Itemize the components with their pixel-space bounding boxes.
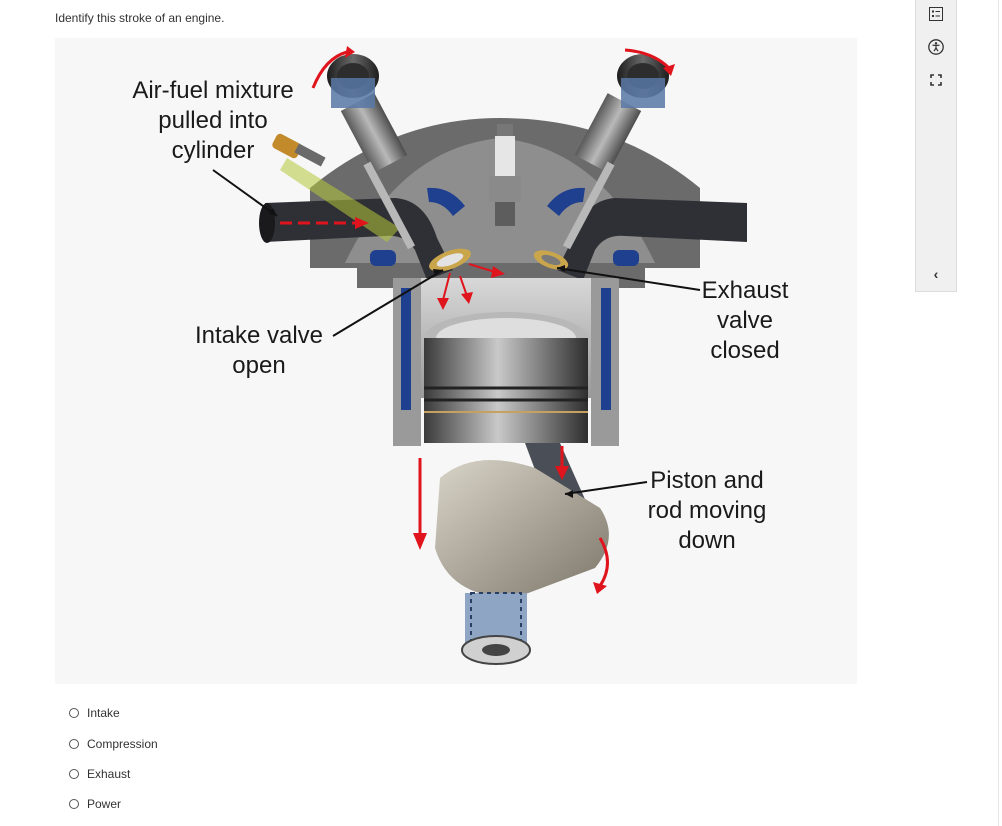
engine-illustration: [212, 46, 747, 665]
accessibility-icon: [928, 39, 944, 55]
intake-valve: [340, 93, 471, 272]
fuel-injector: [272, 133, 326, 167]
question-text: Identify this stroke of an engine.: [55, 11, 225, 25]
summary-button[interactable]: [926, 4, 946, 24]
motion-arrows: [280, 46, 675, 594]
option-label: Intake: [87, 706, 120, 720]
radio-power[interactable]: [69, 799, 79, 809]
exhaust-valve: [533, 93, 642, 270]
collapse-panel-chevron-icon[interactable]: ‹: [933, 266, 939, 282]
label-exhaust-valve-closed: Exhaust valve closed: [701, 277, 789, 364]
exhaust-cam: [617, 54, 669, 108]
label-air-fuel-mixture: Air-fuel mixture pulled into cylinder: [132, 77, 294, 164]
radio-intake[interactable]: [69, 708, 79, 718]
label-intake-valve-open: Intake valve open: [194, 322, 324, 379]
piston: [424, 312, 588, 443]
option-power[interactable]: Power: [69, 792, 121, 816]
option-intake[interactable]: Intake: [69, 701, 120, 725]
fullscreen-button[interactable]: [926, 70, 946, 90]
side-panel: ‹: [915, 0, 957, 292]
radio-compression[interactable]: [69, 739, 79, 749]
label-piston-rod-moving-down: Piston and rod moving down: [647, 467, 767, 554]
intake-cam: [327, 54, 379, 108]
fullscreen-icon: [930, 74, 942, 86]
option-label: Power: [87, 797, 122, 811]
option-exhaust[interactable]: Exhaust: [69, 762, 130, 786]
summary-icon: [929, 7, 943, 21]
option-compression[interactable]: Compression: [69, 732, 158, 756]
window-edge: [998, 0, 999, 826]
engine-stroke-figure: Air-fuel mixture pulled into cylinder In…: [55, 38, 857, 684]
accessibility-button[interactable]: [926, 37, 946, 57]
leader-lines: [212, 169, 701, 498]
intake-port: [265, 198, 453, 280]
exhaust-port: [557, 198, 747, 280]
spark-plug: [489, 124, 521, 226]
option-label: Exhaust: [87, 767, 131, 781]
fuel-spray: [280, 158, 400, 242]
radio-exhaust[interactable]: [69, 769, 79, 779]
option-label: Compression: [87, 737, 158, 751]
